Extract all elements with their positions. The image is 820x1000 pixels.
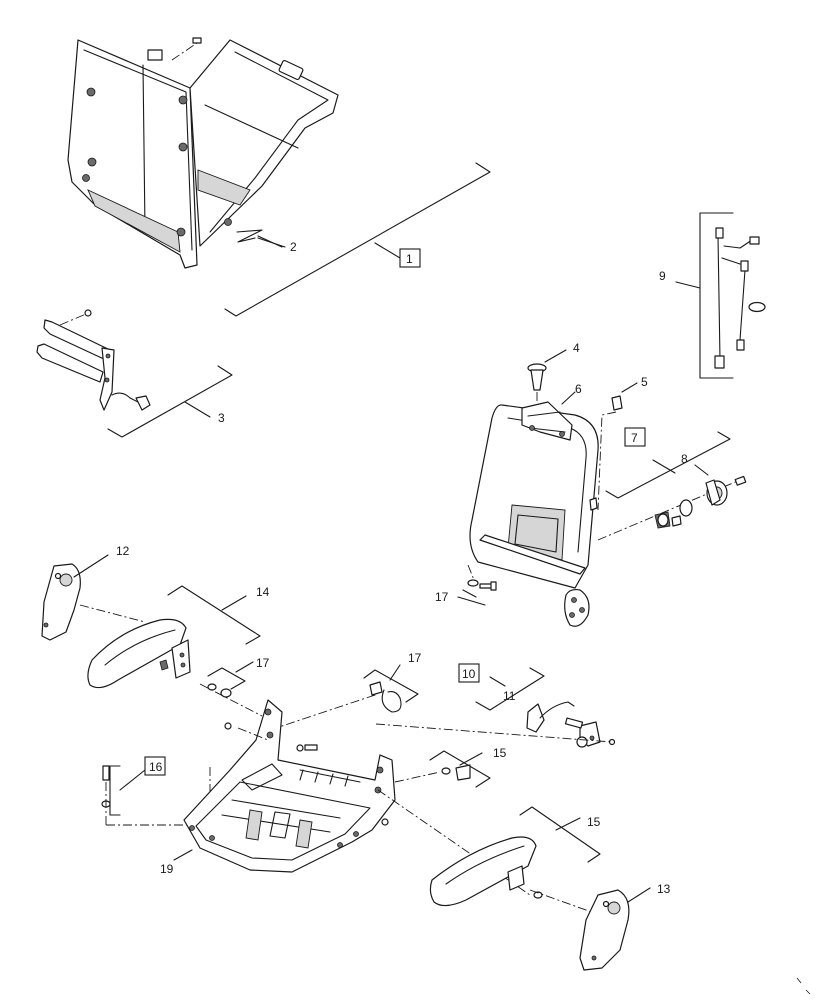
callout-label: 2 bbox=[290, 240, 297, 254]
callout-label: 11 bbox=[503, 689, 516, 703]
recliner-knob bbox=[597, 475, 747, 541]
armrest-left bbox=[87, 618, 191, 689]
callout-label: 8 bbox=[681, 452, 688, 466]
group-bracket-14 bbox=[167, 585, 261, 645]
callout-box-10 bbox=[458, 663, 480, 683]
callout-label: 17 bbox=[408, 651, 422, 665]
callout-label: 7 bbox=[631, 431, 638, 445]
callout-label: 19 bbox=[160, 862, 174, 876]
bolt-17-backrest bbox=[457, 579, 497, 606]
seat-backrest bbox=[467, 401, 599, 627]
armrest-cover-left bbox=[41, 554, 146, 641]
callout-label: 13 bbox=[657, 882, 671, 896]
callout-label: 15 bbox=[493, 746, 507, 760]
callout-label: 5 bbox=[641, 375, 648, 389]
spring-clip-17 bbox=[269, 664, 419, 731]
armrest-cover-right bbox=[579, 887, 651, 971]
lever-assembly bbox=[375, 701, 616, 748]
seat-frame bbox=[183, 699, 531, 896]
group-bracket-15-lower bbox=[519, 806, 601, 863]
seat-cushion-assembly bbox=[67, 37, 339, 269]
callout-label: 12 bbox=[116, 544, 130, 558]
callout-label: 9 bbox=[659, 269, 666, 283]
lumbar-support-kit bbox=[36, 309, 151, 411]
callout-label: 4 bbox=[573, 341, 580, 355]
callout-label: 15 bbox=[587, 815, 601, 829]
leader-lines bbox=[173, 235, 709, 861]
callout-label: 17 bbox=[435, 590, 449, 604]
callout-label: 17 bbox=[256, 656, 270, 670]
group-bracket-15-upper bbox=[429, 750, 491, 788]
armrest-right bbox=[429, 836, 601, 916]
group-bracket-1 bbox=[224, 162, 491, 317]
callout-label: 16 bbox=[149, 760, 163, 774]
group-bracket-3 bbox=[107, 365, 233, 438]
callout-box-16 bbox=[144, 756, 166, 776]
clip-5 bbox=[597, 395, 623, 511]
callout-label: 3 bbox=[218, 411, 225, 425]
spring-pin bbox=[236, 229, 286, 248]
wiring-harness bbox=[675, 212, 766, 379]
corner-mark bbox=[796, 977, 811, 995]
headrest-pin bbox=[527, 363, 547, 404]
group-bracket-11 bbox=[475, 667, 545, 711]
group-bracket-16 bbox=[109, 765, 146, 816]
group-bracket-7 bbox=[605, 431, 731, 499]
bolt-17-left bbox=[199, 661, 263, 717]
callout-label: 14 bbox=[256, 585, 270, 599]
callout-box-7 bbox=[624, 427, 646, 447]
callout-label: 1 bbox=[406, 252, 413, 266]
callout-label: 10 bbox=[462, 667, 476, 681]
callout-box-1 bbox=[399, 248, 421, 268]
callout-label: 6 bbox=[575, 382, 582, 396]
